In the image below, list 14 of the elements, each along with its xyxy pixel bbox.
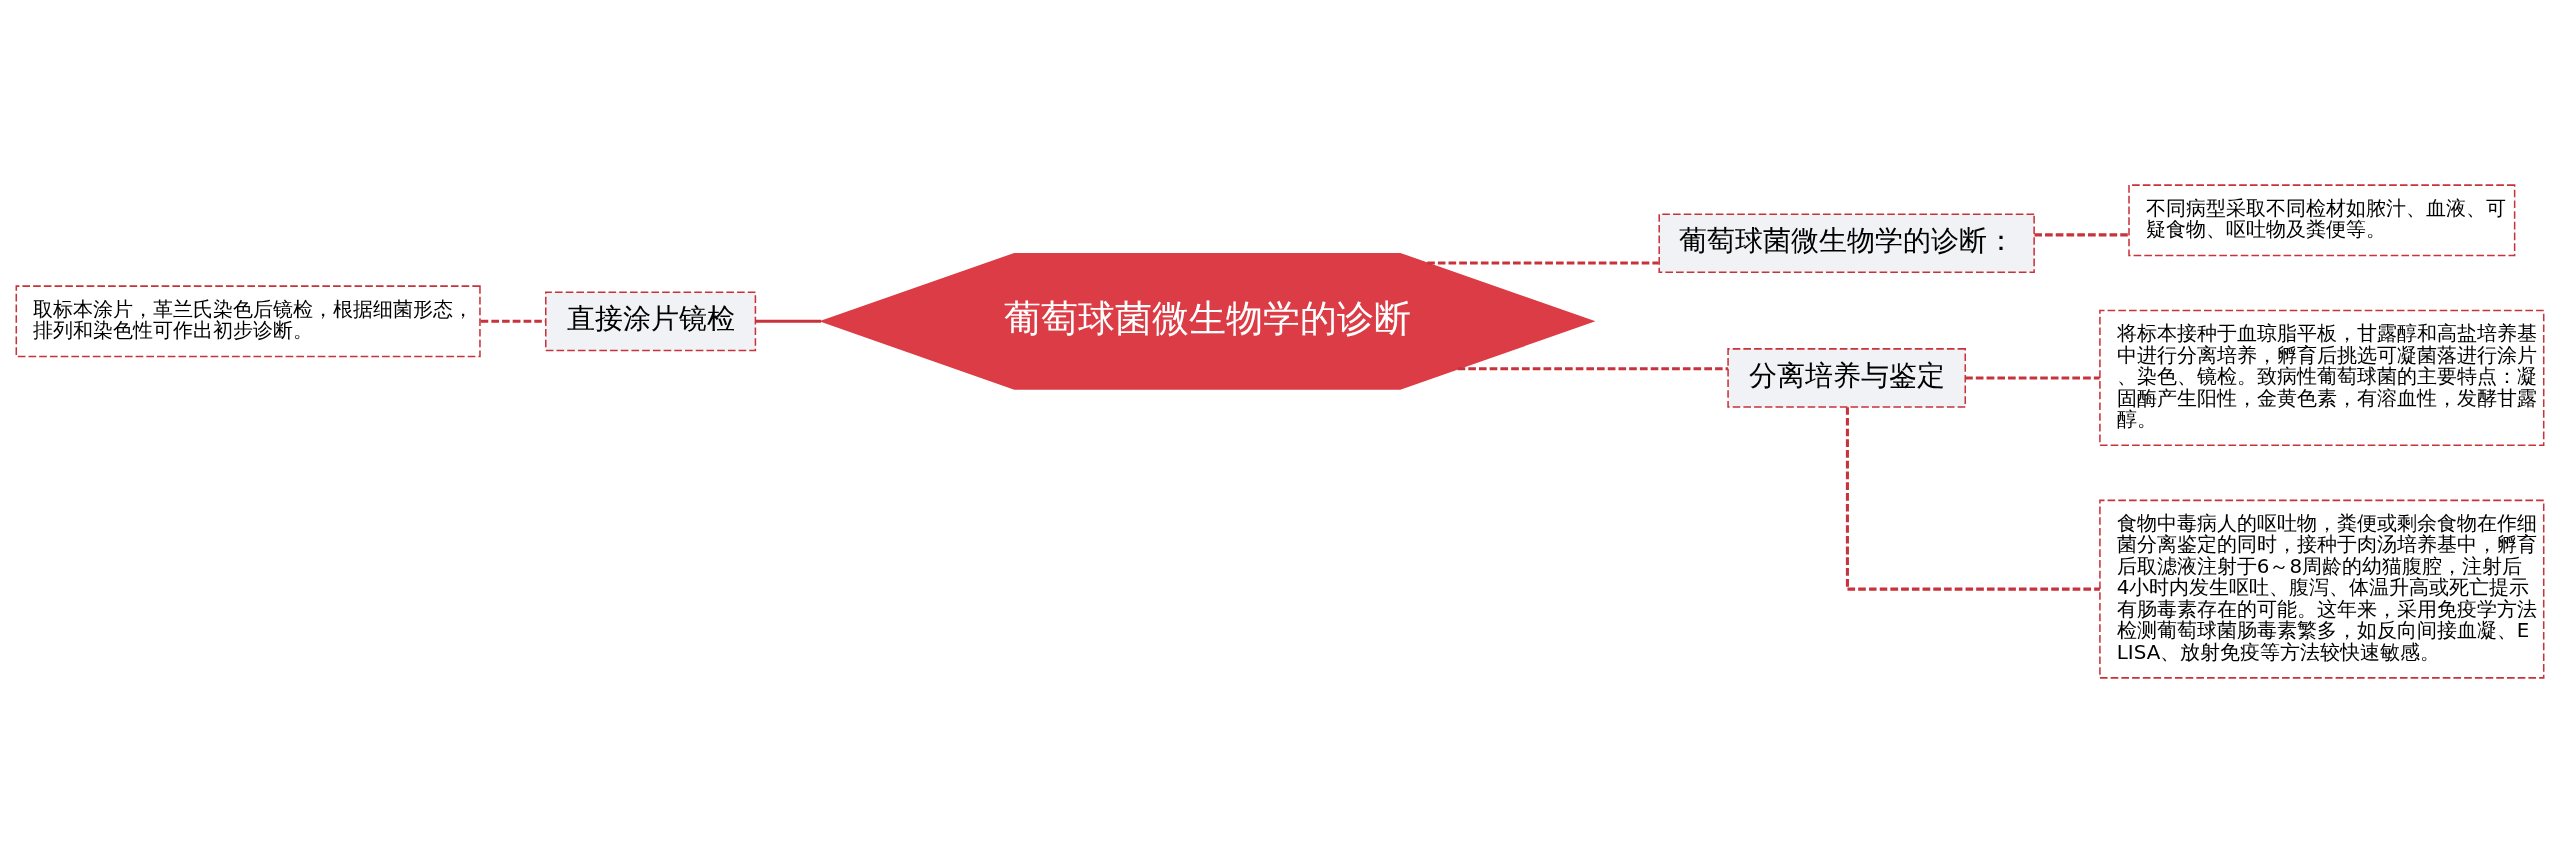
connector bbox=[1427, 261, 1659, 265]
node-box: 取标本涂片，革兰氏染色后镜检，根据细菌形态，排列和染色性可作出初步诊断。 bbox=[15, 285, 481, 358]
connector bbox=[1845, 407, 2100, 591]
node-box: 不同病型采取不同检材如脓汁、血液、可疑食物、呕吐物及粪便等。 bbox=[2128, 184, 2516, 257]
connector bbox=[1965, 376, 2100, 380]
node-box: 食物中毒病人的呕吐物，粪便或剩余食物在作细菌分离鉴定的同时，接种于肉汤培养基中，孵育后取滤液注射于6～8周龄的幼猫腹腔，注射后4小时内发生呕吐、腹泻、体温升高或死亡提示有肠毒素存在的可能。这年来，采用免疫学方法检测葡萄球菌肠毒素繁多，如反向间接血凝、ELISA、放射免疫等方法较快速敏感。 bbox=[2099, 499, 2545, 679]
connector bbox=[1457, 367, 1729, 371]
connector bbox=[755, 319, 822, 323]
node-box: 葡萄球菌微生物学的诊断： bbox=[1658, 213, 2035, 274]
node-box: 将标本接种于血琼脂平板，甘露醇和高盐培养基中进行分离培养，孵育后挑选可凝菌落进行涂片、染色、镜检。致病性葡萄球菌的主要特点：凝固酶产生阳性，金黄色素，有溶血性，发酵甘露醇。 bbox=[2099, 309, 2545, 447]
connector bbox=[2034, 233, 2129, 237]
node-box: 直接涂片镜检 bbox=[545, 291, 757, 352]
node-box: 分离培养与鉴定 bbox=[1727, 348, 1967, 408]
connector bbox=[480, 319, 546, 323]
